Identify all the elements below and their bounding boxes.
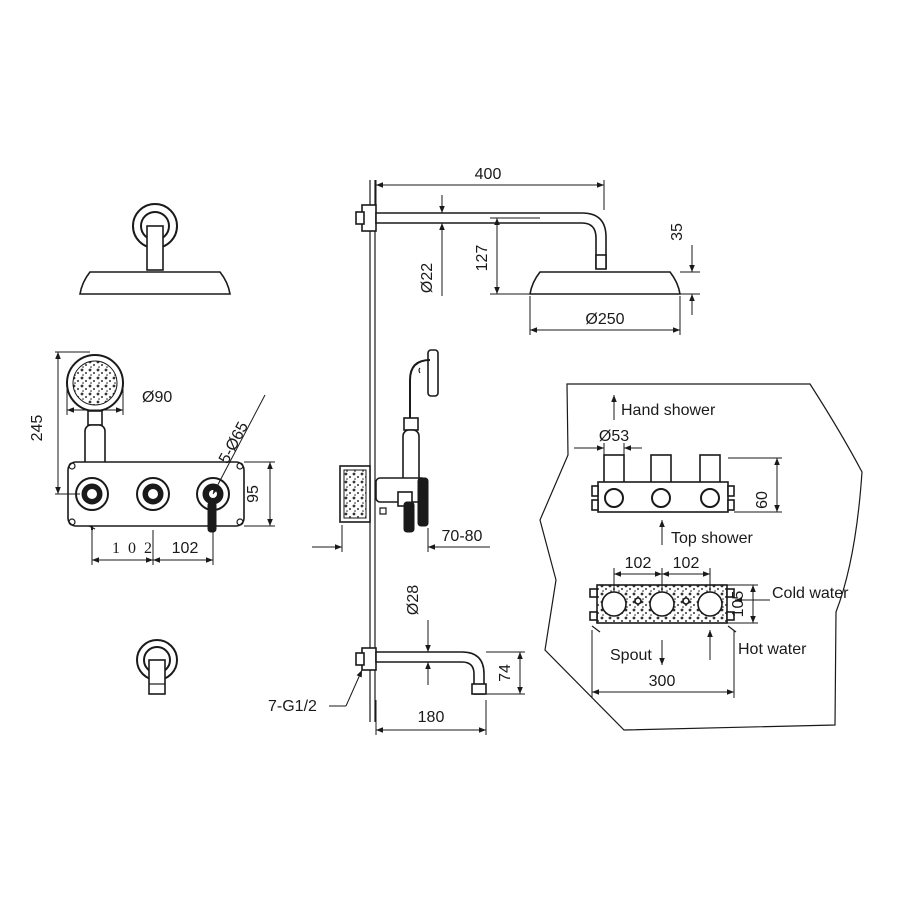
label-hot-water: Hot water [738,641,807,658]
dim-74: 74 [497,664,514,682]
dim-5-dia-65: 5-Ø65 [216,419,252,466]
dim-300: 300 [649,673,676,690]
left-dimensions: 245 Ø90 5-Ø65 95 1 0 2 102 [29,351,275,565]
dim-dia-22: Ø22 [419,263,436,293]
label-top-shower: Top shower [671,530,753,547]
dim-105: 105 [730,591,747,618]
side-elevation [339,180,681,722]
dim-400: 400 [475,166,502,183]
valve-left [75,477,109,511]
dim-dia-28: Ø28 [405,585,422,615]
dim-dia-90: Ø90 [142,389,172,406]
dim-127: 127 [474,245,491,272]
dim-60: 60 [754,491,771,509]
dim-95: 95 [245,485,262,503]
dim-dia-250: Ø250 [585,311,624,328]
dim-7-g12: 7-G1/2 [268,698,317,715]
label-spout: Spout [610,647,652,664]
valve-middle [136,477,170,511]
rough-in-detail-inset: Hand shower Ø53 60 Top shower 102 102 10… [539,383,863,731]
dim-dia-53: Ø53 [599,428,629,445]
center-dimensions: 400 Ø22 127 35 Ø250 70-80 Ø28 [268,166,700,735]
control-panel-front [67,461,245,533]
dim-35: 35 [669,223,686,241]
dim-70-80: 70-80 [442,528,483,545]
rough-in-box-front [589,584,737,633]
dim-180: 180 [418,709,445,726]
rough-in-box-side [591,454,735,513]
label-cold-water: Cold water [772,585,849,602]
dim-102-b: 102 [673,555,700,572]
dim-102-right: 102 [172,540,199,557]
dim-102-left: 1 0 2 [112,540,154,557]
label-hand-shower: Hand shower [621,402,716,419]
head-shower-top-view [79,203,231,295]
spout-top-view [136,639,178,695]
dim-102-a: 102 [625,555,652,572]
dim-245: 245 [29,415,46,442]
